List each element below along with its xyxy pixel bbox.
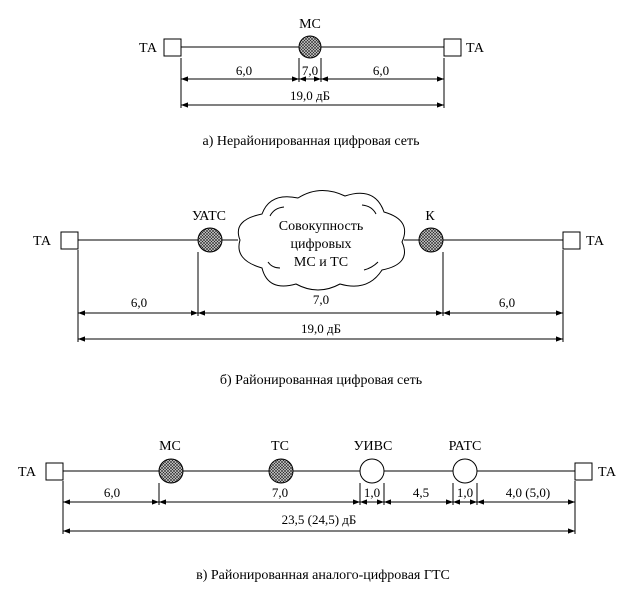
dim-a-3-label: 6,0 — [373, 63, 389, 78]
cloud-text-2: цифровых — [290, 237, 351, 252]
diagram-a: ТА ТА МС 6,0 7,0 6,0 19,0 дБ а) Нерайони… — [139, 17, 485, 149]
cloud-detail — [363, 261, 379, 271]
caption-b: б) Районированная цифровая сеть — [220, 373, 422, 388]
dim-a-1-label: 6,0 — [236, 63, 252, 78]
diagram-c: ТА ТА МС ТС УИВС РАТС 6,0 7,0 1,0 4,5 1,… — [18, 439, 617, 583]
cloud-text-3: МС и ТС — [294, 255, 348, 270]
cloud-detail — [269, 206, 285, 217]
cloud-text-1: Совокупность — [279, 219, 364, 234]
terminal-b-right — [562, 231, 581, 250]
terminal-c-right — [574, 462, 593, 481]
dim-c-5-label: 1,0 — [457, 485, 473, 500]
node-b-uats — [197, 227, 223, 253]
dim-c-3-label: 1,0 — [364, 485, 380, 500]
node-c-uivs — [359, 458, 385, 484]
node-a-ms — [298, 35, 322, 59]
terminal-b-left — [60, 231, 79, 250]
label-c-rats: РАТС — [449, 439, 482, 454]
node-c-ts — [268, 458, 294, 484]
diagram-b: Совокупность цифровых МС и ТС ТА ТА УАТС… — [33, 190, 605, 388]
cloud-detail — [267, 261, 281, 269]
dim-c-2-label: 7,0 — [272, 485, 288, 500]
label-b-k: К — [425, 209, 435, 224]
dim-a-total-label: 19,0 дБ — [290, 88, 330, 103]
label-a-ms: МС — [299, 17, 321, 32]
label-b-ta-left: ТА — [33, 234, 52, 249]
dim-c-total-label: 23,5 (24,5) дБ — [282, 512, 357, 527]
dim-c-4-label: 4,5 — [413, 485, 429, 500]
dim-b-3-label: 6,0 — [499, 295, 515, 310]
node-b-k — [418, 227, 444, 253]
dim-a-2-label: 7,0 — [302, 63, 318, 78]
terminal-a-right — [443, 38, 462, 57]
label-a-ta-left: ТА — [139, 41, 158, 56]
label-a-ta-right: ТА — [466, 41, 485, 56]
dim-b-total-label: 19,0 дБ — [301, 321, 341, 336]
node-c-rats — [452, 458, 478, 484]
dim-b-2-label: 7,0 — [313, 292, 329, 307]
label-b-uats: УАТС — [192, 209, 226, 224]
dim-c-1-label: 6,0 — [104, 485, 120, 500]
cloud-shape — [237, 190, 406, 291]
dim-b-1-label: 6,0 — [131, 295, 147, 310]
label-c-ta-right: ТА — [598, 465, 617, 480]
caption-a: а) Нерайонированная цифровая сеть — [203, 134, 420, 149]
dim-c-6-label: 4,0 (5,0) — [506, 485, 550, 500]
terminal-a-left — [163, 38, 182, 57]
label-c-uivs: УИВС — [354, 439, 393, 454]
cloud-detail — [361, 204, 377, 215]
label-b-ta-right: ТА — [586, 234, 605, 249]
terminal-c-left — [45, 462, 64, 481]
label-c-ta-left: ТА — [18, 465, 37, 480]
caption-c: в) Районированная аналого-цифровая ГТС — [196, 568, 450, 583]
label-c-ms: МС — [159, 439, 181, 454]
label-c-ts: ТС — [271, 439, 289, 454]
node-c-ms — [158, 458, 184, 484]
